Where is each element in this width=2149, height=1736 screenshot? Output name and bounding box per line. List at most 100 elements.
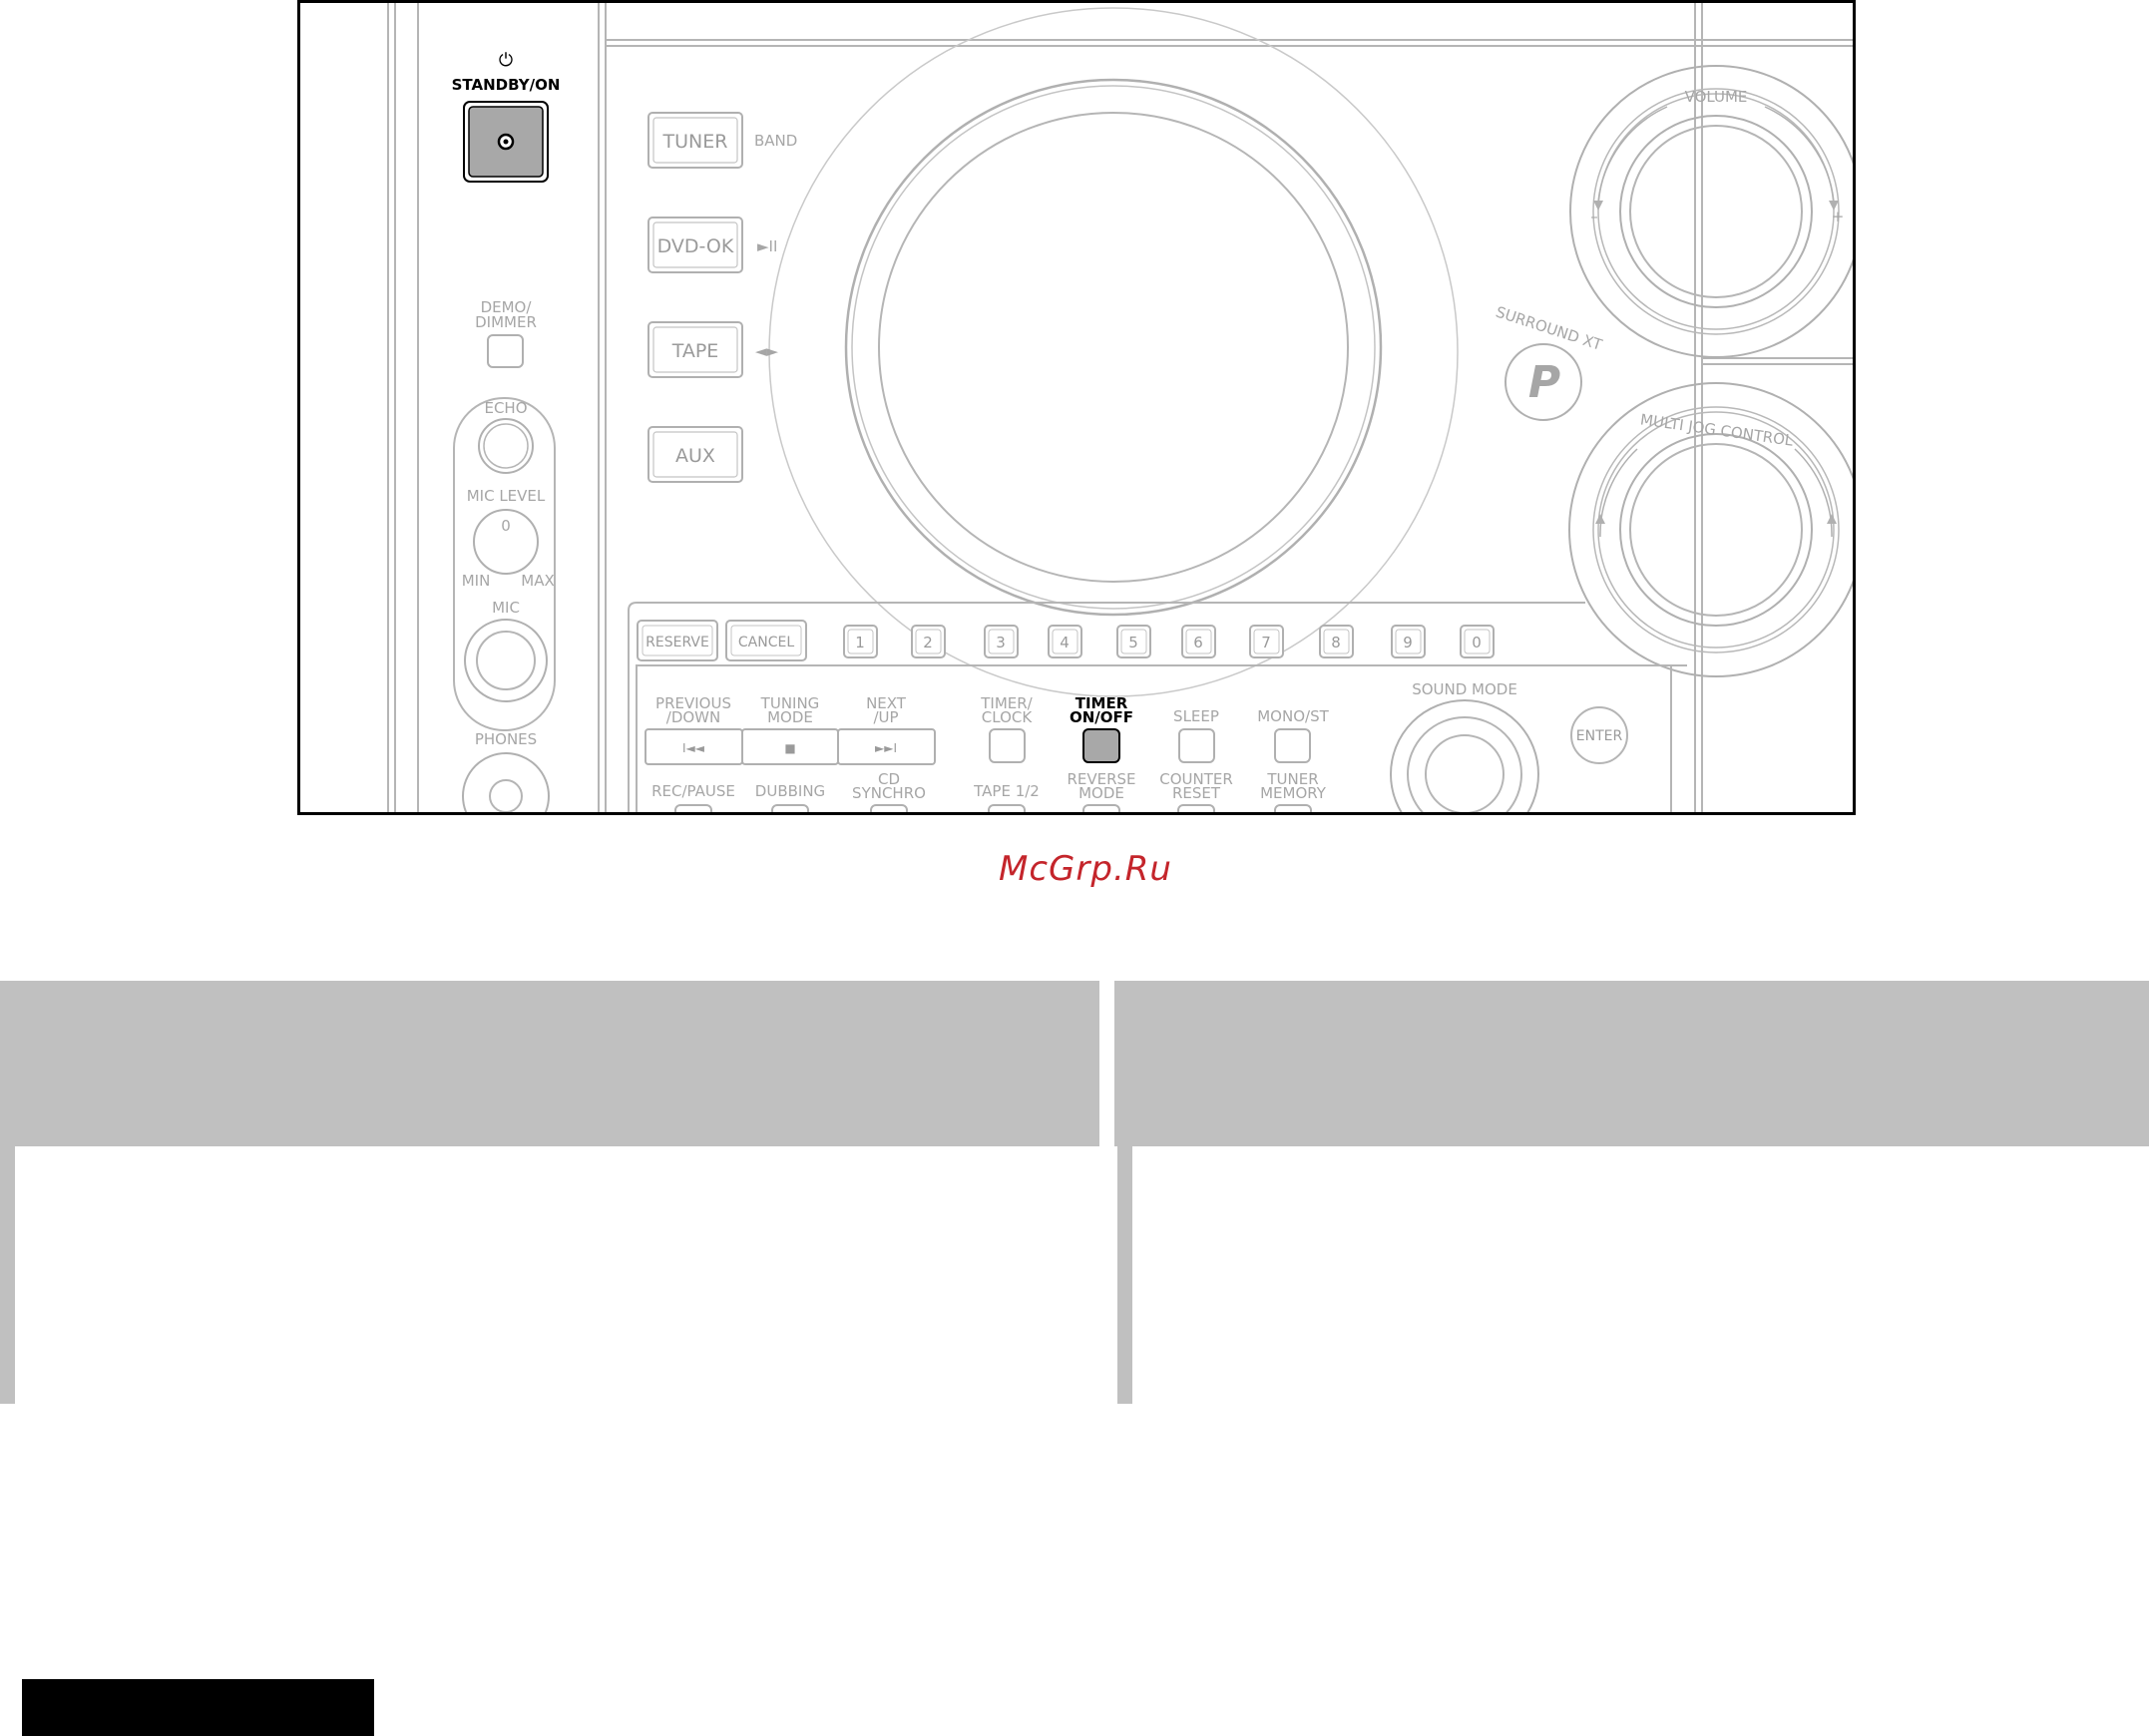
- digit-button-5[interactable]: 5: [1116, 625, 1151, 658]
- phones-jack[interactable]: [462, 752, 550, 812]
- tape-12-button[interactable]: [988, 804, 1026, 812]
- digit-button-3[interactable]: 3: [984, 625, 1019, 658]
- demo-dimmer-button[interactable]: [487, 334, 524, 368]
- band-label: BAND: [754, 132, 797, 150]
- svg-text:3: 3: [996, 634, 1006, 651]
- dvd-ok-button-label: DVD-OK: [657, 235, 734, 257]
- mic-level-zero: 0: [501, 517, 511, 535]
- mic-level-knob[interactable]: [473, 509, 539, 575]
- play-pause-icon: ►II: [757, 237, 777, 255]
- reserve-label: RESERVE: [645, 635, 709, 651]
- counter-reset-label-2: RESET: [1172, 784, 1221, 802]
- counter-reset-button[interactable]: [1177, 804, 1215, 812]
- mic-jack[interactable]: [464, 619, 548, 702]
- timer-clock-label-2: CLOCK: [982, 708, 1034, 726]
- sound-mode-label: SOUND MODE: [1412, 680, 1517, 698]
- digit-button-8[interactable]: 8: [1319, 625, 1354, 658]
- digit-keypad: 1 2 3 4 5 6 7 8 9 0: [843, 625, 1495, 658]
- mic-level-label: MIC LEVEL: [467, 487, 546, 505]
- cd-synchro-label-2: SYNCHRO: [852, 784, 926, 802]
- tape-button[interactable]: TAPE: [647, 321, 743, 378]
- svg-text:9: 9: [1403, 634, 1413, 651]
- skip-back-icon: I◄◄: [682, 741, 705, 755]
- timer-clock-button[interactable]: [989, 728, 1026, 763]
- mic-label: MIC: [492, 599, 520, 617]
- cd-synchro-button[interactable]: [870, 804, 908, 812]
- tuning-mode-label-1: TUNING: [760, 694, 820, 712]
- tuning-mode-stop-button[interactable]: ■: [741, 728, 839, 765]
- power-icon: ⏻: [499, 50, 513, 71]
- volume-knob[interactable]: [1632, 128, 1800, 295]
- previous-label-2: /DOWN: [666, 708, 720, 726]
- demo-dimmer-label-1: DEMO/: [481, 298, 533, 316]
- multi-jog-knob[interactable]: [1632, 446, 1800, 614]
- counter-reset-label-1: COUNTER: [1159, 770, 1233, 788]
- digit-button-1[interactable]: 1: [843, 625, 878, 658]
- aux-button-label: AUX: [675, 445, 715, 467]
- svg-text:1: 1: [855, 634, 865, 651]
- dubbing-label: DUBBING: [755, 782, 825, 800]
- timer-clock-label-1: TIMER/: [980, 694, 1033, 712]
- tuner-memory-button[interactable]: [1274, 804, 1312, 812]
- surround-xt-label: SURROUND XT: [1494, 303, 1605, 355]
- volume-plus: +: [1832, 208, 1845, 225]
- dvd-ok-button[interactable]: DVD-OK: [647, 217, 743, 273]
- digit-button-0[interactable]: 0: [1460, 625, 1495, 658]
- mic-level-min: MIN: [462, 572, 491, 590]
- demo-dimmer-label-2: DIMMER: [475, 313, 537, 331]
- reverse-mode-label-1: REVERSE: [1067, 770, 1135, 788]
- tuner-button-label: TUNER: [662, 131, 728, 153]
- timer-onoff-label-2: ON/OFF: [1070, 708, 1133, 726]
- digit-button-9[interactable]: 9: [1391, 625, 1426, 658]
- svg-text:8: 8: [1331, 634, 1341, 651]
- digit-button-2[interactable]: 2: [911, 625, 946, 658]
- reserve-button[interactable]: RESERVE: [637, 620, 718, 661]
- device-front-panel-figure: ⏻ STANDBY/ON DEMO/ DIMMER ECHO MIC LEVEL…: [297, 0, 1856, 815]
- digit-button-7[interactable]: 7: [1249, 625, 1284, 658]
- timer-onoff-button[interactable]: [1082, 728, 1120, 763]
- dubbing-button[interactable]: [771, 804, 809, 812]
- tuner-memory-label-1: TUNER: [1266, 770, 1318, 788]
- svg-text:6: 6: [1193, 634, 1203, 651]
- reverse-mode-label-2: MODE: [1078, 784, 1124, 802]
- tuner-button[interactable]: TUNER: [647, 112, 743, 169]
- sleep-label: SLEEP: [1173, 707, 1219, 725]
- rec-pause-button[interactable]: [674, 804, 712, 812]
- sound-mode-knob[interactable]: [1427, 736, 1503, 812]
- cancel-button[interactable]: CANCEL: [725, 620, 807, 661]
- digit-button-4[interactable]: 4: [1048, 625, 1082, 658]
- cd-synchro-label-1: CD: [878, 770, 900, 788]
- phones-label: PHONES: [475, 730, 537, 748]
- mic-level-max: MAX: [521, 572, 554, 590]
- echo-label: ECHO: [484, 399, 527, 417]
- volume-label: VOLUME: [1685, 88, 1748, 106]
- echo-knob[interactable]: [478, 418, 534, 474]
- standby-on-button[interactable]: [463, 101, 549, 183]
- sleep-button[interactable]: [1178, 728, 1215, 763]
- front-panel-drawing: ⏻ STANDBY/ON DEMO/ DIMMER ECHO MIC LEVEL…: [387, 3, 1853, 812]
- right-panel-header: [1114, 981, 2149, 1146]
- digit-button-6[interactable]: 6: [1181, 625, 1216, 658]
- reverse-mode-button[interactable]: [1082, 804, 1120, 812]
- previous-button[interactable]: I◄◄: [645, 728, 743, 765]
- timer-onoff-label-1: TIMER: [1075, 694, 1128, 712]
- next-label-1: NEXT: [866, 694, 907, 712]
- watermark: McGrp.Ru: [999, 849, 1172, 889]
- tuner-memory-label-2: MEMORY: [1260, 784, 1327, 802]
- next-label-2: /UP: [873, 708, 898, 726]
- cancel-label: CANCEL: [738, 635, 794, 651]
- enter-button[interactable]: ENTER: [1572, 708, 1626, 762]
- tape-button-label: TAPE: [671, 340, 719, 362]
- mono-st-button[interactable]: [1274, 728, 1311, 763]
- page-tab-marker: [22, 1679, 374, 1736]
- aux-button[interactable]: AUX: [647, 426, 743, 483]
- tuning-mode-label-2: MODE: [767, 708, 813, 726]
- stop-icon: ■: [784, 741, 795, 755]
- next-button[interactable]: ►►I: [837, 728, 936, 765]
- left-panel-sidebar: [0, 1146, 15, 1404]
- left-panel-header: [0, 981, 1099, 1146]
- surround-logo: P: [1528, 357, 1560, 408]
- volume-minus: –: [1590, 208, 1598, 225]
- svg-text:2: 2: [923, 634, 933, 651]
- tape-direction-icon: ◄►: [755, 342, 779, 360]
